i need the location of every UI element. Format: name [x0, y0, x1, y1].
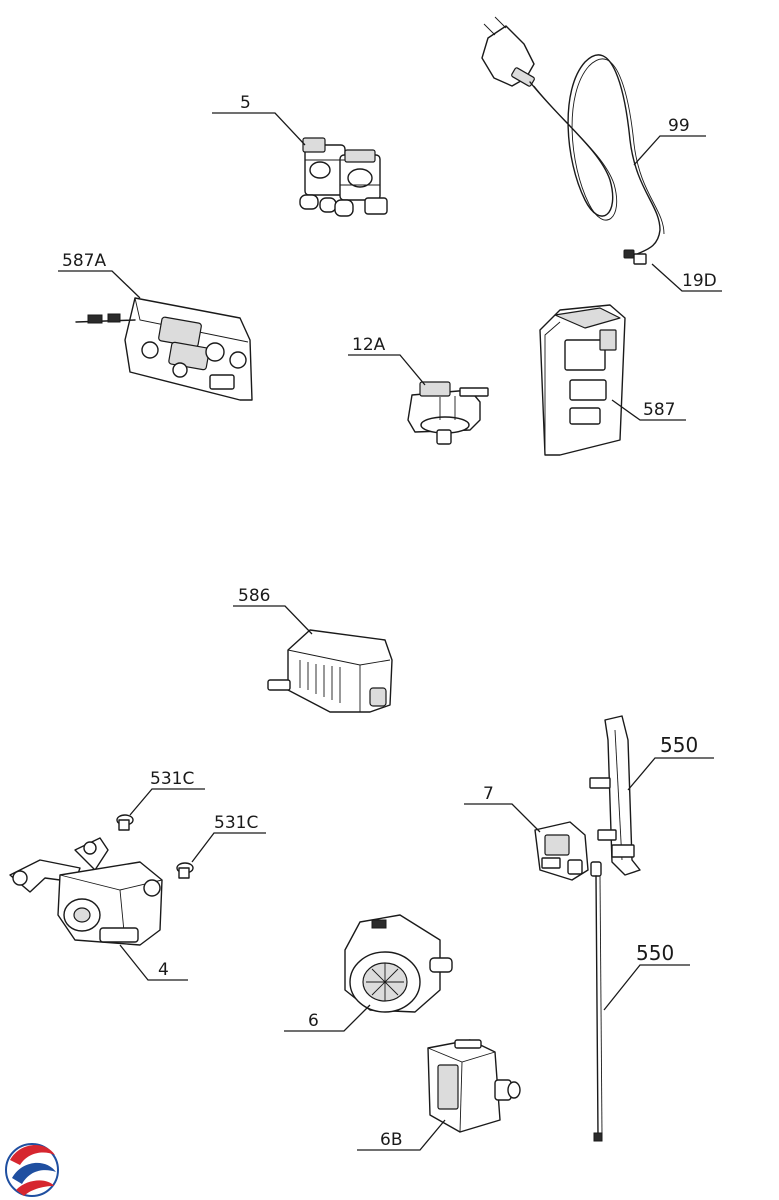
part-587-control-board[interactable] [539, 304, 626, 456]
label-550b: 550 [603, 941, 690, 1011]
label-5: 5 [212, 93, 306, 146]
label-6B: 6B [357, 1119, 446, 1151]
part-7-door-lock[interactable] [534, 821, 589, 881]
label-550a: 550 [627, 733, 714, 791]
label-19D-text: 19D [682, 271, 717, 291]
label-12A: 12A [348, 335, 426, 386]
label-531Cb: 531C [191, 813, 266, 863]
label-6: 6 [284, 1004, 371, 1032]
label-99-text: 99 [668, 116, 690, 136]
part-99-power-cord[interactable] [481, 16, 665, 265]
label-4: 4 [119, 944, 188, 981]
label-587A-text: 587A [62, 251, 106, 271]
label-587: 587 [611, 399, 686, 421]
part-5-inlet-valve[interactable] [299, 137, 388, 217]
part-12A-pressure-switch[interactable] [407, 381, 489, 445]
label-7: 7 [464, 784, 541, 833]
label-5-text: 5 [240, 93, 251, 113]
label-12A-text: 12A [352, 335, 386, 355]
brand-logo [5, 1143, 59, 1197]
label-550a-text: 550 [660, 733, 698, 757]
part-587A-electronic-module[interactable] [75, 297, 253, 401]
part-550-bracket[interactable] [589, 715, 641, 876]
label-6B-text: 6B [380, 1130, 402, 1150]
label-7-text: 7 [483, 784, 494, 804]
label-586-text: 586 [238, 586, 270, 606]
part-586-filter[interactable] [267, 629, 393, 713]
part-4-motor[interactable] [9, 837, 163, 946]
part-531C-screw-b[interactable] [176, 862, 194, 879]
label-531Ca: 531C [129, 769, 205, 816]
label-587A: 587A [58, 251, 141, 299]
label-4-text: 4 [158, 960, 169, 980]
part-6-drain-pump[interactable] [344, 914, 453, 1013]
part-550-harness[interactable] [590, 861, 603, 1142]
label-99: 99 [633, 116, 706, 166]
label-6-text: 6 [308, 1011, 319, 1031]
part-531C-screw-a[interactable] [116, 814, 134, 831]
label-550b-text: 550 [636, 941, 674, 965]
part-6B-pump[interactable] [427, 1039, 521, 1133]
label-531Ca-text: 531C [150, 769, 194, 789]
label-531Cb-text: 531C [214, 813, 258, 833]
label-587-text: 587 [643, 400, 675, 420]
label-19D: 19D [651, 263, 722, 292]
label-586: 586 [233, 586, 313, 635]
